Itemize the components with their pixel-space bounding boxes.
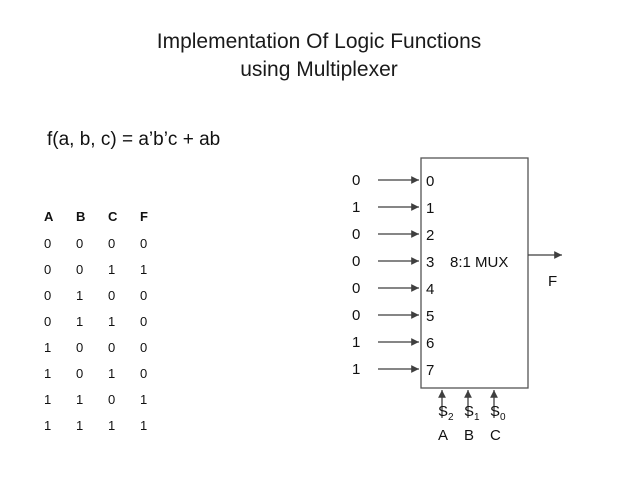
input-value-1: 1 (352, 199, 360, 216)
title-line-2: using Multiplexer (240, 58, 398, 81)
mux-label: 8:1 MUX (450, 254, 508, 271)
column-header-f: F (140, 208, 148, 224)
mux-diagram: 0 0 1 1 0 2 0 3 8:1 MUX 0 4 0 5 (340, 150, 638, 450)
input-port-label-1: 1 (426, 200, 434, 217)
input-value-7: 1 (352, 361, 360, 378)
input-port-label-0: 0 (426, 173, 434, 190)
input-port-label-5: 5 (426, 308, 434, 325)
table-row: 0 0 0 0 (44, 231, 172, 257)
select-source-c: C (490, 427, 501, 444)
cell-f: 0 (140, 236, 148, 251)
cell-c: 0 (108, 392, 116, 407)
cell-c: 1 (108, 366, 116, 381)
table-row: 1 0 0 0 (44, 335, 172, 361)
input-value-6: 1 (352, 334, 360, 351)
cell-c: 1 (108, 418, 116, 433)
table-row: 0 0 1 1 (44, 257, 172, 283)
truth-table: A B C F 0 0 0 0 0 0 1 1 0 1 0 (44, 202, 172, 439)
cell-f: 0 (140, 366, 148, 381)
input-value-0: 0 (352, 172, 360, 189)
input-port-label-6: 6 (426, 335, 434, 352)
input-port-label-3: 3 (426, 254, 434, 271)
table-row: 0 1 0 0 (44, 283, 172, 309)
select-label-s0: S (490, 403, 500, 420)
cell-f: 1 (140, 262, 148, 277)
cell-a: 0 (44, 314, 52, 329)
input-port-label-4: 4 (426, 281, 434, 298)
cell-c: 0 (108, 288, 116, 303)
column-header-a: A (44, 208, 54, 224)
table-header-row: A B C F (44, 202, 172, 231)
input-port-label-7: 7 (426, 362, 434, 379)
cell-f: 0 (140, 288, 148, 303)
cell-b: 1 (76, 418, 84, 433)
cell-b: 0 (76, 340, 84, 355)
cell-b: 1 (76, 314, 84, 329)
cell-f: 1 (140, 392, 148, 407)
cell-c: 1 (108, 262, 116, 277)
cell-b: 0 (76, 366, 84, 381)
input-port-label-2: 2 (426, 227, 434, 244)
select-label-s1: S (464, 403, 474, 420)
cell-a: 1 (44, 418, 52, 433)
cell-c: 0 (108, 236, 116, 251)
cell-c: 0 (108, 340, 116, 355)
cell-c: 1 (108, 314, 116, 329)
input-value-2: 0 (352, 226, 360, 243)
function-expression: f(a, b, c) = a’b’c + ab (47, 129, 221, 150)
cell-b: 1 (76, 288, 84, 303)
select-subscript-s2: 2 (448, 412, 454, 423)
cell-b: 1 (76, 392, 84, 407)
table-row: 1 0 1 0 (44, 361, 172, 387)
cell-b: 0 (76, 262, 84, 277)
input-value-3: 0 (352, 253, 360, 270)
cell-b: 0 (76, 236, 84, 251)
select-label-s2: S (438, 403, 448, 420)
select-source-b: B (464, 427, 474, 444)
cell-a: 1 (44, 392, 52, 407)
cell-f: 0 (140, 314, 148, 329)
select-subscript-s1: 1 (474, 412, 480, 423)
cell-f: 0 (140, 340, 148, 355)
cell-a: 0 (44, 262, 52, 277)
table-row: 0 1 1 0 (44, 309, 172, 335)
cell-a: 0 (44, 236, 52, 251)
column-header-c: C (108, 208, 118, 224)
output-label-f: F (548, 273, 557, 290)
cell-f: 1 (140, 418, 148, 433)
table-row: 1 1 0 1 (44, 387, 172, 413)
select-source-a: A (438, 427, 448, 444)
cell-a: 0 (44, 288, 52, 303)
mux-body (420, 157, 529, 389)
page-title: Implementation Of Logic Functions using … (0, 28, 638, 84)
title-line-1: Implementation Of Logic Functions (156, 30, 482, 53)
table-row: 1 1 1 1 (44, 413, 172, 439)
select-subscript-s0: 0 (500, 412, 506, 423)
column-header-b: B (76, 208, 86, 224)
cell-a: 1 (44, 366, 52, 381)
cell-a: 1 (44, 340, 52, 355)
input-value-4: 0 (352, 280, 360, 297)
input-value-5: 0 (352, 307, 360, 324)
